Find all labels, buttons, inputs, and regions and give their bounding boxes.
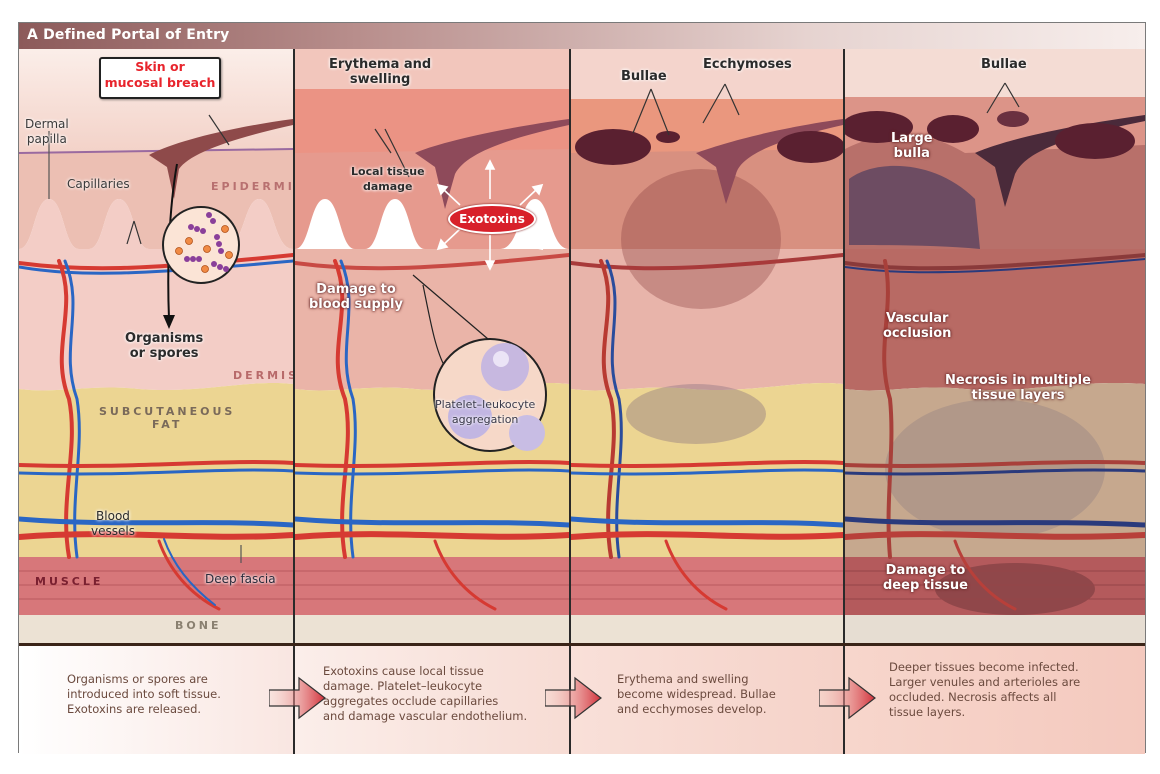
dermis-layer	[571, 249, 843, 391]
caption-row: Organisms or spores are introduced into …	[19, 643, 1145, 754]
bulla	[575, 129, 651, 165]
exotoxin-burst-icon	[436, 159, 544, 271]
erythema-label: Erythema and swelling	[329, 57, 432, 87]
aggregation-label: Platelet–leukocyte aggregation	[435, 398, 536, 426]
caption-stage-3: Erythema and swelling become widespread.…	[571, 646, 843, 754]
bulla	[656, 131, 680, 143]
tissue-illustration-1	[19, 49, 293, 643]
panel-stage-3: Bullae Ecchymoses	[571, 49, 843, 643]
caption-line: Organisms or spores are	[67, 672, 208, 686]
muscle-layer	[571, 557, 843, 615]
bulla	[777, 131, 843, 163]
skin-breach	[149, 119, 293, 199]
skin-breach	[696, 119, 843, 204]
caption-line: Erythema and swelling	[617, 672, 749, 686]
bullae-label: Bullae	[981, 57, 1027, 72]
caption-line: aggregates occlude capillaries	[323, 694, 499, 708]
bulla	[845, 111, 913, 143]
blood-supply-label: Damage to blood supply	[309, 282, 403, 312]
blood-vessels-label: Blood vessels	[91, 509, 135, 538]
bulla	[1055, 123, 1135, 159]
panel-stage-4: Bullae Large bulla Vascular occlusion Ne…	[845, 49, 1145, 643]
muscle-layer	[845, 557, 1145, 615]
panel-stage-1: Skin or mucosal breach Dermal papilla Ca…	[19, 49, 293, 643]
panel-stage-2: Erythema and swelling Local tissue damag…	[295, 49, 569, 643]
bulla	[927, 115, 979, 143]
bone-layer	[571, 615, 843, 643]
subcutaneous-layer-label: SUBCUTANEOUS FAT	[99, 405, 236, 431]
tissue-illustration-4	[845, 49, 1145, 643]
bone-layer	[295, 615, 569, 643]
panel-divider	[293, 49, 295, 754]
muscle-layer-label: MUSCLE	[35, 575, 104, 588]
bullae-label: Bullae	[621, 69, 667, 84]
tissue-illustration-2	[295, 49, 569, 643]
epidermis-layer-label: EPIDERMIS	[211, 180, 293, 193]
breach-label-line2: mucosal breach	[104, 75, 216, 90]
ecchymoses-label: Ecchymoses	[703, 57, 792, 72]
caption-line: introduced into soft tissue.	[67, 687, 221, 701]
progression-arrow-icon	[819, 676, 876, 720]
caption-line: Larger venules and arterioles are	[889, 675, 1081, 689]
caption-stage-2: Exotoxins cause local tissue damage. Pla…	[295, 646, 569, 754]
capillaries-label: Capillaries	[67, 177, 130, 191]
fat-layer	[571, 382, 843, 557]
panels: Skin or mucosal breach Dermal papilla Ca…	[19, 49, 1145, 643]
caption-line: become widespread. Bullae	[617, 687, 776, 701]
panel-divider	[843, 49, 845, 754]
figure-title: A Defined Portal of Entry	[27, 27, 230, 43]
necrosis-label: Necrosis in multiple tissue layers	[945, 373, 1091, 403]
vascular-occlusion-label: Vascular occlusion	[883, 311, 952, 341]
bone-layer	[19, 615, 293, 643]
caption-stage-4: Deeper tissues become infected. Larger v…	[845, 646, 1145, 754]
caption-line: Exotoxins are released.	[67, 702, 202, 716]
breach-label-line1: Skin or	[135, 59, 185, 74]
caption-line: and ecchymoses develop.	[617, 702, 767, 716]
caption-line: occluded. Necrosis affects all	[889, 690, 1057, 704]
progression-arrow-icon	[269, 676, 326, 720]
caption-line: and damage vascular endothelium.	[323, 709, 528, 723]
caption-line: tissue layers.	[889, 705, 966, 719]
figure: A Defined Portal of Entry	[18, 22, 1146, 754]
dermis-layer-label: DERMIS	[233, 369, 293, 382]
dermis-layer	[845, 249, 1145, 391]
caption-line: damage. Platelet–leukocyte	[323, 679, 483, 693]
local-damage-label: Local tissue damage	[351, 165, 425, 193]
large-bulla-label: Large bulla	[891, 131, 933, 161]
skin-breach	[415, 119, 569, 209]
bone-layer	[845, 615, 1145, 643]
bulla	[997, 111, 1029, 127]
title-bar: A Defined Portal of Entry	[19, 23, 1145, 49]
epidermis-layer	[571, 149, 843, 249]
fat-layer	[19, 382, 293, 557]
caption-stage-1: Organisms or spores are introduced into …	[19, 646, 293, 754]
dermis-layer	[19, 199, 293, 391]
breach-label-box: Skin or mucosal breach	[99, 57, 221, 99]
caption-line: Exotoxins cause local tissue	[323, 664, 484, 678]
caption-line: Deeper tissues become infected.	[889, 660, 1079, 674]
muscle-layer	[295, 557, 569, 615]
exotoxins-badge: Exotoxins	[448, 204, 536, 234]
dermal-papilla-label: Dermal papilla	[25, 117, 69, 146]
large-bulla	[849, 165, 980, 249]
organisms-label: Organisms or spores	[125, 331, 204, 361]
tissue-illustration-3	[571, 49, 843, 643]
fat-layer	[845, 382, 1145, 557]
panel-divider	[569, 49, 571, 754]
deep-damage-label: Damage to deep tissue	[883, 563, 968, 593]
deep-fascia-label: Deep fascia	[205, 572, 276, 586]
progression-arrow-icon	[545, 676, 602, 720]
muscle-layer	[19, 557, 293, 615]
bone-layer-label: BONE	[175, 619, 222, 632]
organism-magnifier-icon	[162, 206, 240, 284]
